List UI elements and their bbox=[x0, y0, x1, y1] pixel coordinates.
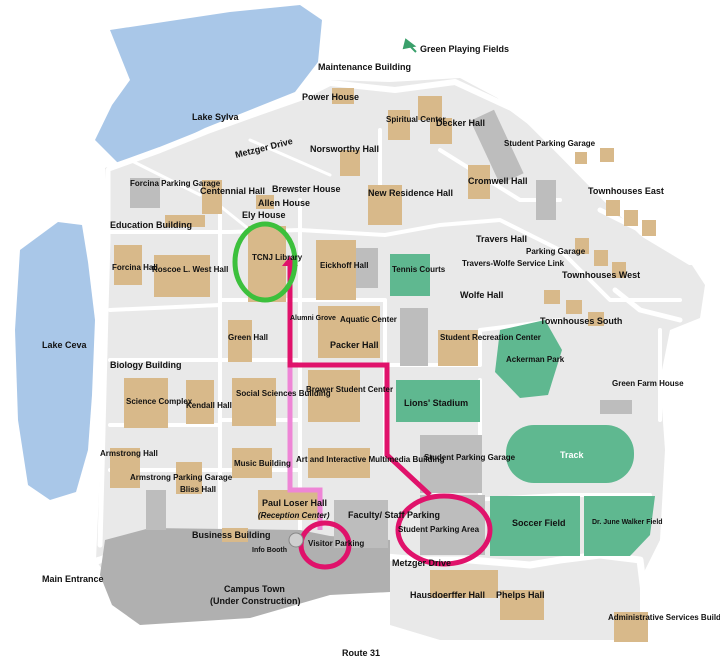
label-roscoe-west-hall[interactable]: Roscoe L. West Hall bbox=[152, 265, 228, 274]
label-student-parking-area[interactable]: Student Parking Area bbox=[398, 525, 480, 534]
label-metzger-drive-bottom[interactable]: Metzger Drive bbox=[392, 558, 451, 568]
label-new-residence-hall[interactable]: New Residence Hall bbox=[368, 188, 453, 198]
label-kendall-hall[interactable]: Kendall Hall bbox=[186, 401, 232, 410]
label-main-entrance[interactable]: Main Entrance bbox=[42, 574, 104, 584]
label-brower-student-center[interactable]: Brower Student Center bbox=[306, 385, 393, 394]
label-green-hall[interactable]: Green Hall bbox=[228, 333, 268, 342]
label-wolfe-hall[interactable]: Wolfe Hall bbox=[460, 290, 503, 300]
label-travers-hall[interactable]: Travers Hall bbox=[476, 234, 527, 244]
label-student-recreation-center[interactable]: Student Recreation Center bbox=[440, 333, 541, 342]
label-norsworthy-hall[interactable]: Norsworthy Hall bbox=[310, 144, 379, 154]
fields bbox=[390, 254, 655, 556]
label-allen-house[interactable]: Allen House bbox=[258, 198, 310, 208]
label-social-sciences-building[interactable]: Social Sciences Building bbox=[236, 389, 331, 398]
label-track[interactable]: Track bbox=[560, 450, 585, 460]
label-dr-june-walker-field[interactable]: Dr. June Walker Field bbox=[592, 519, 663, 526]
label-visitor-parking[interactable]: Visitor Parking bbox=[308, 539, 364, 548]
label-science-complex[interactable]: Science Complex bbox=[126, 397, 193, 406]
label-route-31[interactable]: Route 31 bbox=[342, 648, 380, 658]
label-aquatic-center[interactable]: Aquatic Center bbox=[340, 315, 397, 324]
buildings bbox=[110, 88, 656, 642]
label-hausdoerffer-hall[interactable]: Hausdoerffer Hall bbox=[410, 590, 485, 600]
label-ackerman-park[interactable]: Ackerman Park bbox=[506, 355, 565, 364]
label-eickhoff-hall[interactable]: Eickhoff Hall bbox=[320, 261, 368, 270]
route-pink bbox=[287, 365, 323, 530]
label-bliss-hall[interactable]: Bliss Hall bbox=[180, 485, 216, 494]
label-townhouses-east[interactable]: Townhouses East bbox=[588, 186, 664, 196]
label-education-building[interactable]: Education Building bbox=[110, 220, 192, 230]
label-student-parking-garage-top[interactable]: Student Parking Garage bbox=[504, 139, 596, 148]
label-maintenance-building[interactable]: Maintenance Building bbox=[318, 62, 411, 72]
label-townhouses-south[interactable]: Townhouses South bbox=[540, 316, 622, 326]
label-soccer-field[interactable]: Soccer Field bbox=[512, 518, 566, 528]
label-biology-building[interactable]: Biology Building bbox=[110, 360, 182, 370]
label-lake-ceva[interactable]: Lake Ceva bbox=[42, 340, 88, 350]
label-administrative-services[interactable]: Administrative Services Building bbox=[608, 613, 720, 622]
label-music-building[interactable]: Music Building bbox=[234, 459, 291, 468]
student-parking-ring bbox=[395, 493, 493, 567]
label-alumni-grove[interactable]: Alumni Grove bbox=[290, 315, 336, 322]
label-reception-center: (Reception Center) bbox=[258, 511, 330, 520]
label-power-house[interactable]: Power House bbox=[302, 92, 359, 102]
label-decker-hall[interactable]: Decker Hall bbox=[436, 118, 485, 128]
label-cromwell-hall[interactable]: Cromwell Hall bbox=[468, 176, 528, 186]
label-business-building[interactable]: Business Building bbox=[192, 530, 271, 540]
label-forcina-hall[interactable]: Forcina Hall bbox=[112, 263, 158, 272]
label-student-parking-garage[interactable]: Student Parking Garage bbox=[424, 453, 516, 462]
label-art-multimedia[interactable]: Art and Interactive Multimedia Building bbox=[296, 455, 445, 464]
parking-areas bbox=[130, 109, 632, 555]
label-green-playing-fields[interactable]: Green Playing Fields bbox=[420, 44, 509, 54]
label-phelps-hall[interactable]: Phelps Hall bbox=[496, 590, 545, 600]
label-tennis-courts[interactable]: Tennis Courts bbox=[392, 265, 446, 274]
label-under-construction: (Under Construction) bbox=[210, 596, 301, 606]
label-travers-wolfe-link[interactable]: Travers-Wolfe Service Link bbox=[462, 259, 565, 268]
label-parking-garage[interactable]: Parking Garage bbox=[526, 247, 586, 256]
label-centennial-hall[interactable]: Centennial Hall bbox=[200, 186, 265, 196]
label-packer-hall[interactable]: Packer Hall bbox=[330, 340, 379, 350]
green-arrow-icon bbox=[402, 38, 417, 53]
label-tcnj-library[interactable]: TCNJ Library bbox=[252, 253, 303, 262]
label-lions-stadium[interactable]: Lions' Stadium bbox=[404, 398, 468, 408]
label-armstrong-parking-garage[interactable]: Armstrong Parking Garage bbox=[130, 473, 233, 482]
label-lake-sylva[interactable]: Lake Sylva bbox=[192, 112, 240, 122]
lake-sylva bbox=[95, 5, 322, 165]
lake-ceva bbox=[15, 222, 95, 500]
library-highlight-ring bbox=[232, 221, 298, 303]
label-spiritual-center[interactable]: Spiritual Center bbox=[386, 115, 446, 124]
label-green-farm-house[interactable]: Green Farm House bbox=[612, 379, 684, 388]
label-info-booth[interactable]: Info Booth bbox=[252, 547, 287, 554]
label-faculty-staff-parking[interactable]: Faculty/ Staff Parking bbox=[348, 510, 440, 520]
label-brewster-house[interactable]: Brewster House bbox=[272, 184, 341, 194]
label-townhouses-west[interactable]: Townhouses West bbox=[562, 270, 640, 280]
label-armstrong-hall[interactable]: Armstrong Hall bbox=[100, 449, 158, 458]
route-red bbox=[287, 262, 432, 497]
info-booth-marker bbox=[288, 532, 304, 548]
campus-town-area bbox=[100, 528, 390, 625]
label-ely-house[interactable]: Ely House bbox=[242, 210, 286, 220]
label-forcina-parking-garage[interactable]: Forcina Parking Garage bbox=[130, 179, 221, 188]
label-campus-town[interactable]: Campus Town bbox=[224, 584, 285, 594]
label-paul-loser-hall[interactable]: Paul Loser Hall bbox=[262, 498, 327, 508]
